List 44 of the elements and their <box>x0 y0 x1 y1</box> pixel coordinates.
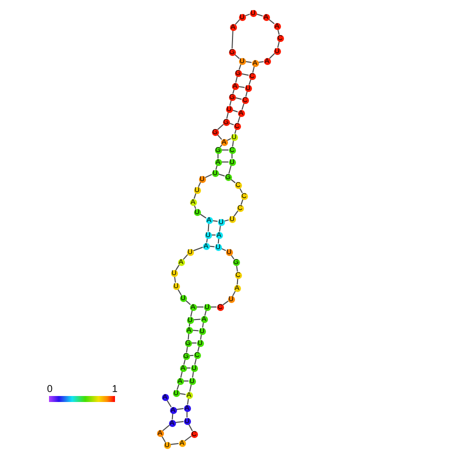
connector-line <box>174 420 184 424</box>
connector-line <box>232 290 236 296</box>
connector-line <box>238 64 242 70</box>
connector-line <box>208 223 210 232</box>
connector-line <box>209 246 215 248</box>
connector-line <box>192 246 204 252</box>
connector-line <box>222 300 229 306</box>
connector-line <box>232 110 238 112</box>
connector-line <box>188 333 190 340</box>
connector-line <box>199 213 207 219</box>
scale-tick-label: 0 <box>47 384 53 395</box>
connector-line <box>183 380 189 382</box>
connector-line <box>256 14 264 16</box>
connector-line <box>218 174 226 176</box>
connector-line <box>210 306 217 308</box>
connector-line <box>172 413 174 420</box>
scale-tick-label: 1 <box>112 384 118 395</box>
connector-line <box>217 124 224 130</box>
connector-line <box>176 408 184 410</box>
connector-line <box>218 238 220 244</box>
connector-line <box>189 384 192 392</box>
connector-line <box>234 19 240 25</box>
connector-line <box>240 198 244 206</box>
connector-line <box>170 442 180 446</box>
connector-line <box>176 384 180 390</box>
connector-line <box>228 164 232 174</box>
connector-line <box>268 52 276 60</box>
connector-line <box>175 264 180 271</box>
connector-line <box>191 342 197 344</box>
connector-line <box>193 318 201 320</box>
connector-line <box>196 306 204 308</box>
connector-line <box>192 330 199 332</box>
connector-line <box>240 73 250 76</box>
connector-line <box>234 210 238 217</box>
connector-line <box>182 254 188 260</box>
connector-line <box>268 18 275 24</box>
connector-line <box>236 278 238 285</box>
connector-line <box>184 436 192 442</box>
connector-line <box>162 424 170 432</box>
connector-line <box>186 411 188 418</box>
connector-line <box>194 192 196 200</box>
connector-line <box>248 78 252 86</box>
connector-line <box>232 30 234 49</box>
connector-line <box>204 174 212 178</box>
